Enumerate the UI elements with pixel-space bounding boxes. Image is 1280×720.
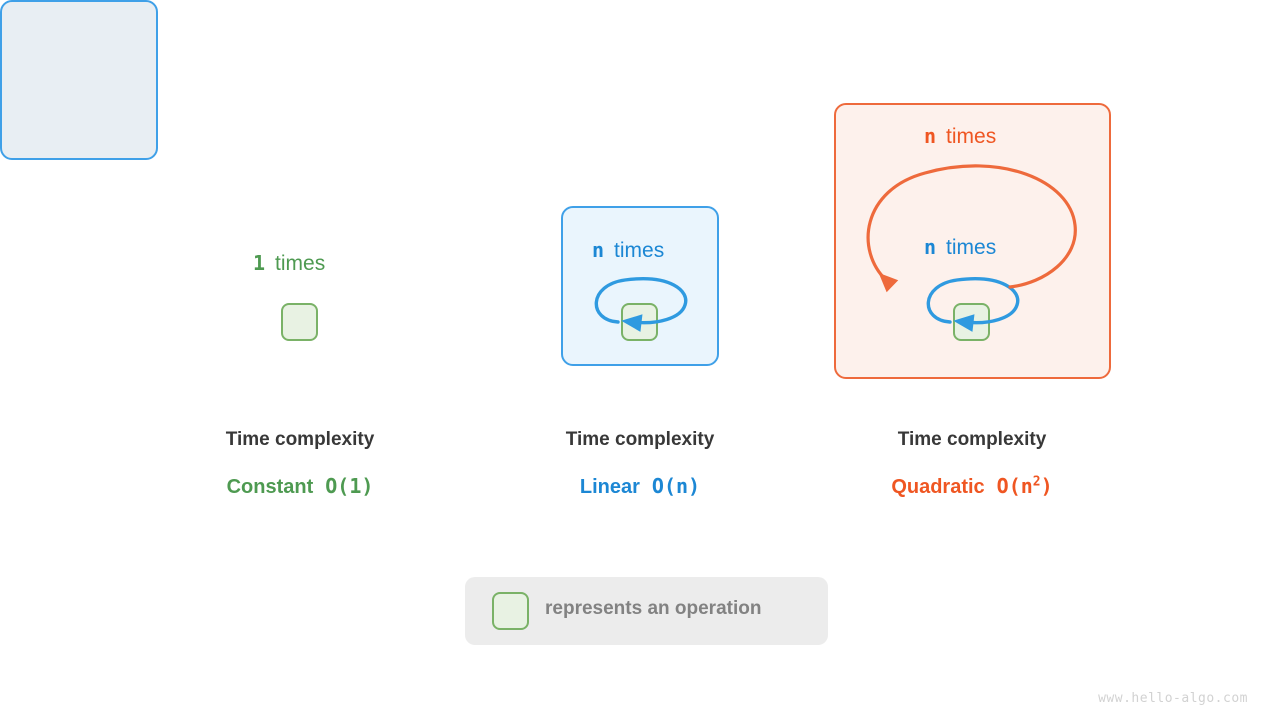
linear-loop-label: n times	[592, 240, 664, 261]
quadratic-inner-loop-count: n	[924, 235, 937, 259]
linear-caption: Time complexity Linear O(n)	[490, 430, 790, 497]
constant-loop-label: 1 times	[253, 253, 325, 274]
quadratic-caption-value: Quadratic O(n2)	[822, 474, 1122, 498]
quadratic-bigo-exponent: 2	[1032, 474, 1041, 490]
quadratic-bigo: O(n2)	[997, 474, 1053, 498]
linear-caption-value: Linear O(n)	[490, 476, 790, 497]
quadratic-inner-loop-box	[0, 0, 158, 160]
legend-swatch-icon	[492, 592, 529, 630]
constant-caption-title: Time complexity	[225, 429, 375, 450]
linear-caption-title: Time complexity	[565, 429, 715, 450]
legend-label: represents an operation	[545, 598, 762, 619]
constant-loop-count: 1	[253, 251, 266, 275]
linear-complexity-name: Linear	[579, 476, 640, 498]
linear-bigo: O(n)	[651, 474, 701, 498]
quadratic-caption-title: Time complexity	[897, 429, 1047, 450]
constant-complexity-name: Constant	[226, 476, 314, 498]
constant-caption-value: Constant O(1)	[150, 476, 450, 497]
operation-square-linear	[621, 303, 658, 341]
quadratic-inner-loop-label: n times	[924, 237, 996, 258]
linear-loop-box	[561, 206, 719, 366]
operation-square-constant	[281, 303, 318, 341]
quadratic-outer-loop-word: times	[946, 125, 997, 148]
quadratic-outer-loop-count: n	[924, 124, 937, 148]
constant-caption: Time complexity Constant O(1)	[150, 430, 450, 497]
operation-square-quadratic	[953, 303, 990, 341]
quadratic-inner-loop-word: times	[946, 236, 997, 259]
linear-loop-word: times	[614, 239, 665, 262]
constant-bigo: O(1)	[325, 474, 374, 498]
quadratic-caption: Time complexity Quadratic O(n2)	[822, 430, 1122, 497]
watermark: www.hello-algo.com	[1098, 691, 1248, 706]
quadratic-bigo-close: )	[1040, 474, 1053, 498]
constant-loop-word: times	[275, 252, 326, 275]
quadratic-outer-loop-label: n times	[924, 126, 996, 147]
linear-loop-count: n	[592, 238, 605, 262]
quadratic-complexity-name: Quadratic	[891, 476, 985, 498]
quadratic-bigo-open: O(n	[996, 474, 1033, 498]
